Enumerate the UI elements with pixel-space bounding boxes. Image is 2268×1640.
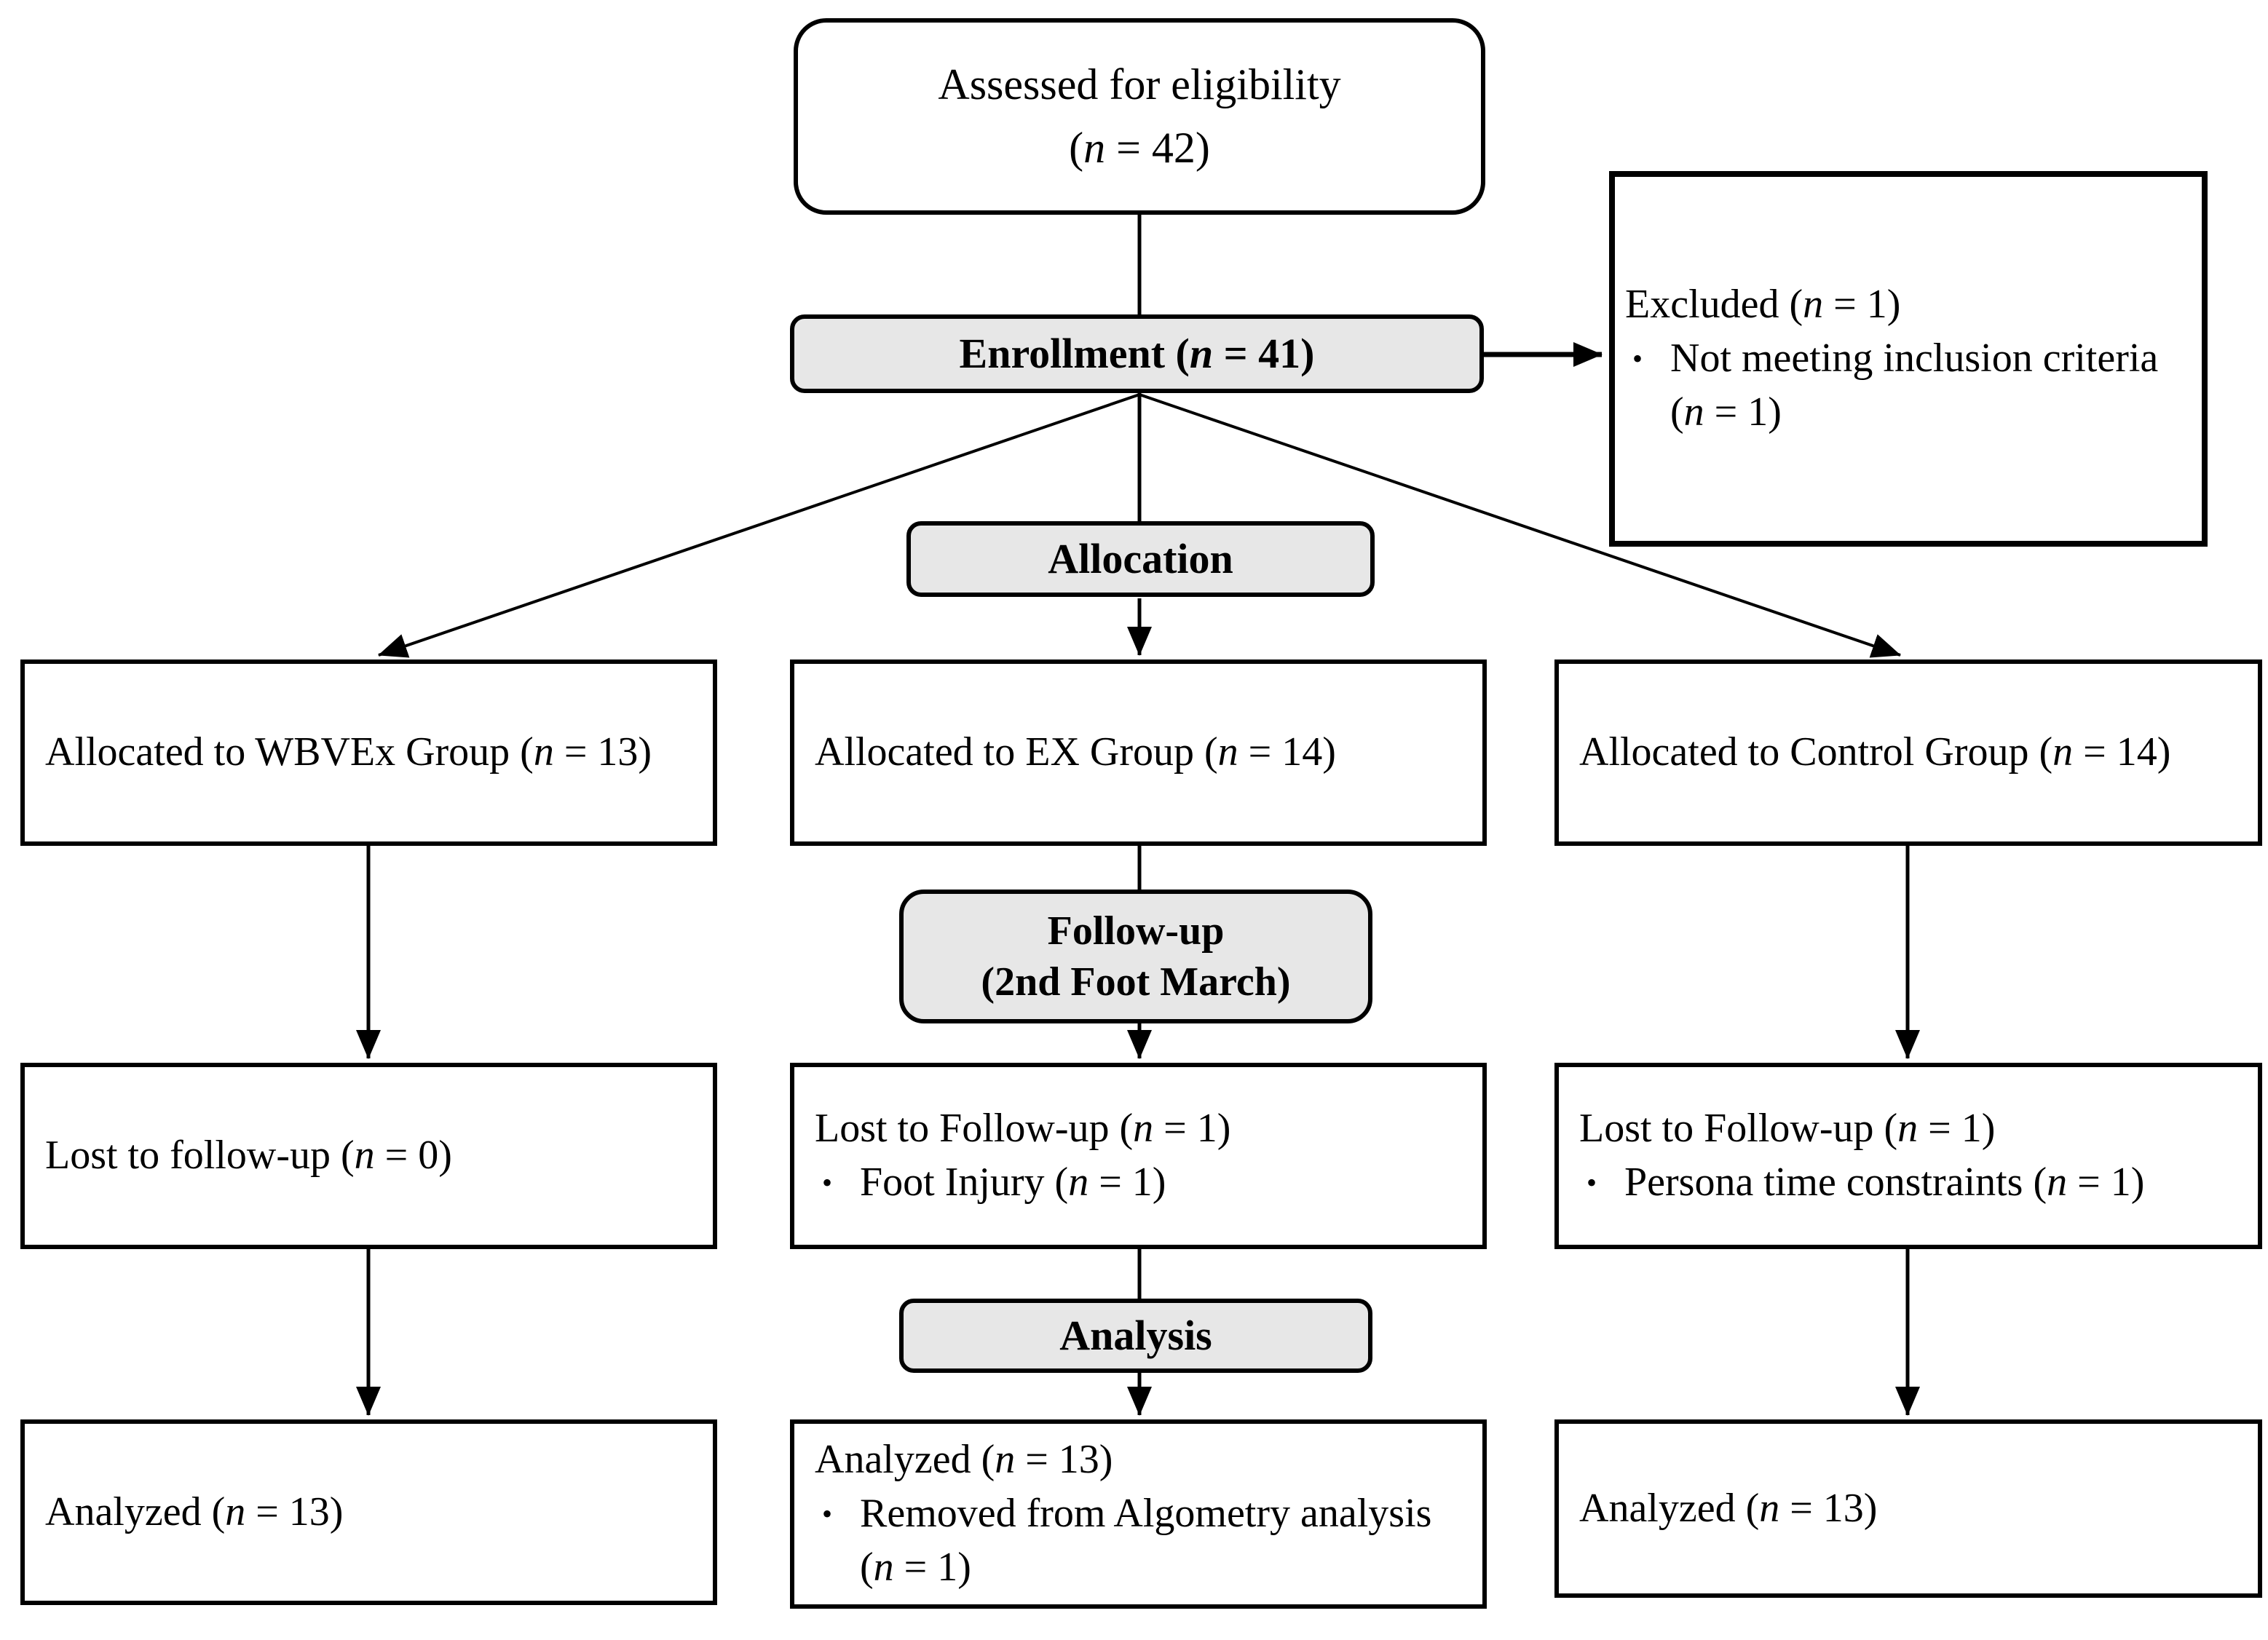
followup-label-line2: (2nd Foot March) [981,959,1291,1005]
analyzed-control-title: Analyzed (n = 13) [1579,1485,1878,1531]
analyzed-ex-bullet-text: Removed from Algometry analysis (n = 1) [860,1491,1432,1590]
assessed-eligibility-line1: Assessed for eligibility [938,60,1341,108]
connector-enrollment-to-control-group [1139,393,1901,658]
allocation-label: Allocation [1048,534,1233,582]
assessed-eligibility-count: (n = 42) [1069,124,1210,172]
bullet-icon: • [822,1165,833,1199]
analyzed-wbvex-box: Analyzed (n = 13) [20,1419,717,1605]
lost-ex-bullet-item: • Foot Injury (n = 1) [815,1156,1466,1210]
lost-ex-box: Lost to Follow-up (n = 1) • Foot Injury … [790,1063,1487,1249]
excluded-title: Excluded (n = 1) [1625,282,1901,328]
allocated-wbvex-title: Allocated to WBVEx Group (n = 13) [45,729,652,775]
lost-wbvex-box: Lost to follow-up (n = 0) [20,1063,717,1249]
lost-ex-title: Lost to Follow-up (n = 1) [815,1106,1231,1152]
allocation-stage-box: Allocation [906,521,1375,597]
analysis-label: Analysis [1059,1311,1212,1359]
enrollment-stage-box: Enrollment (n = 41) [790,314,1484,393]
excluded-bullet-item: • Not meeting inclusion criteria (n = 1) [1625,332,2186,440]
allocated-control-title: Allocated to Control Group (n = 14) [1579,729,2171,775]
excluded-bullet-text: Not meeting inclusion criteria (n = 1) [1670,336,2159,435]
enrollment-label: Enrollment (n = 41) [959,329,1315,377]
analyzed-wbvex-title: Analyzed (n = 13) [45,1489,344,1534]
lost-wbvex-title: Lost to follow-up (n = 0) [45,1133,452,1178]
bullet-icon: • [1587,1165,1597,1199]
assessed-eligibility-box: Assessed for eligibility (n = 42) [794,18,1485,215]
lost-control-box: Lost to Follow-up (n = 1) • Persona time… [1554,1063,2262,1249]
allocated-ex-title: Allocated to EX Group (n = 14) [815,729,1336,775]
allocated-ex-box: Allocated to EX Group (n = 14) [790,659,1487,846]
analyzed-ex-title: Analyzed (n = 13) [815,1437,1113,1483]
analyzed-ex-box: Analyzed (n = 13) • Removed from Algomet… [790,1419,1487,1609]
followup-label-line1: Follow-up [1047,908,1225,954]
analyzed-control-box: Analyzed (n = 13) [1554,1419,2262,1598]
lost-ex-bullet-text: Foot Injury (n = 1) [860,1159,1166,1205]
analyzed-ex-bullet-item: • Removed from Algometry analysis (n = 1… [815,1487,1466,1595]
allocated-wbvex-box: Allocated to WBVEx Group (n = 13) [20,659,717,846]
lost-control-bullet-item: • Persona time constraints (n = 1) [1579,1156,2242,1210]
bullet-icon: • [822,1497,833,1531]
lost-control-title: Lost to Follow-up (n = 1) [1579,1106,1996,1152]
excluded-box: Excluded (n = 1) • Not meeting inclusion… [1609,171,2208,547]
bullet-icon: • [1632,342,1643,376]
followup-stage-box: Follow-up (2nd Foot March) [899,890,1372,1023]
allocated-control-box: Allocated to Control Group (n = 14) [1554,659,2262,846]
analysis-stage-box: Analysis [899,1299,1372,1373]
lost-control-bullet-text: Persona time constraints (n = 1) [1624,1159,2145,1205]
connector-enrollment-to-wbvex-group [378,393,1140,658]
